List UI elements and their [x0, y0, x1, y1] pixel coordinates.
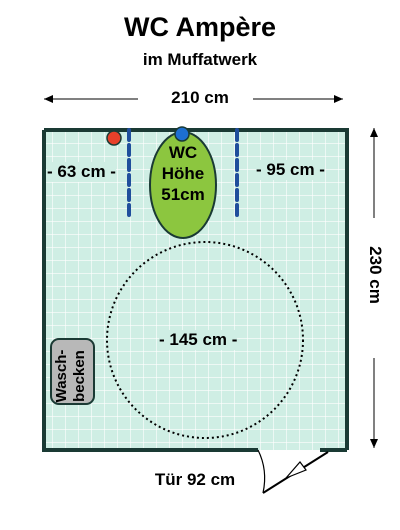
toilet-label: WC Höhe 51cm — [148, 142, 218, 205]
toilet-label-line1: WC — [168, 143, 198, 162]
door-label: Tür 92 cm — [154, 470, 236, 489]
sink-label-line1: Wasch- — [53, 349, 70, 403]
depth-dimension-arrow — [370, 128, 378, 448]
door — [257, 449, 329, 494]
right-clearance-label: - 95 cm - — [256, 160, 325, 180]
width-dimension-arrow — [44, 95, 343, 103]
depth-dimension-label: 230 cm — [366, 246, 385, 304]
sink — [50, 338, 95, 405]
toilet-label-line2: Höhe — [161, 164, 205, 183]
page-subtitle: im Muffatwerk — [142, 50, 258, 69]
turning-circle-label: - 145 cm - — [159, 330, 238, 350]
turning-circle — [106, 241, 304, 439]
flush-button-blue — [174, 126, 190, 142]
page-title: WC Ampère — [123, 12, 277, 42]
room-walls — [42, 128, 349, 452]
toilet-label-line3: 51cm — [161, 185, 205, 204]
flush-button-red — [106, 130, 122, 146]
sink-label-line2: becken — [71, 350, 88, 402]
width-dimension-label: 210 cm — [171, 88, 229, 107]
left-clearance-label: - 63 cm - — [47, 162, 116, 182]
sink-label: Wasch- becken — [53, 338, 93, 414]
